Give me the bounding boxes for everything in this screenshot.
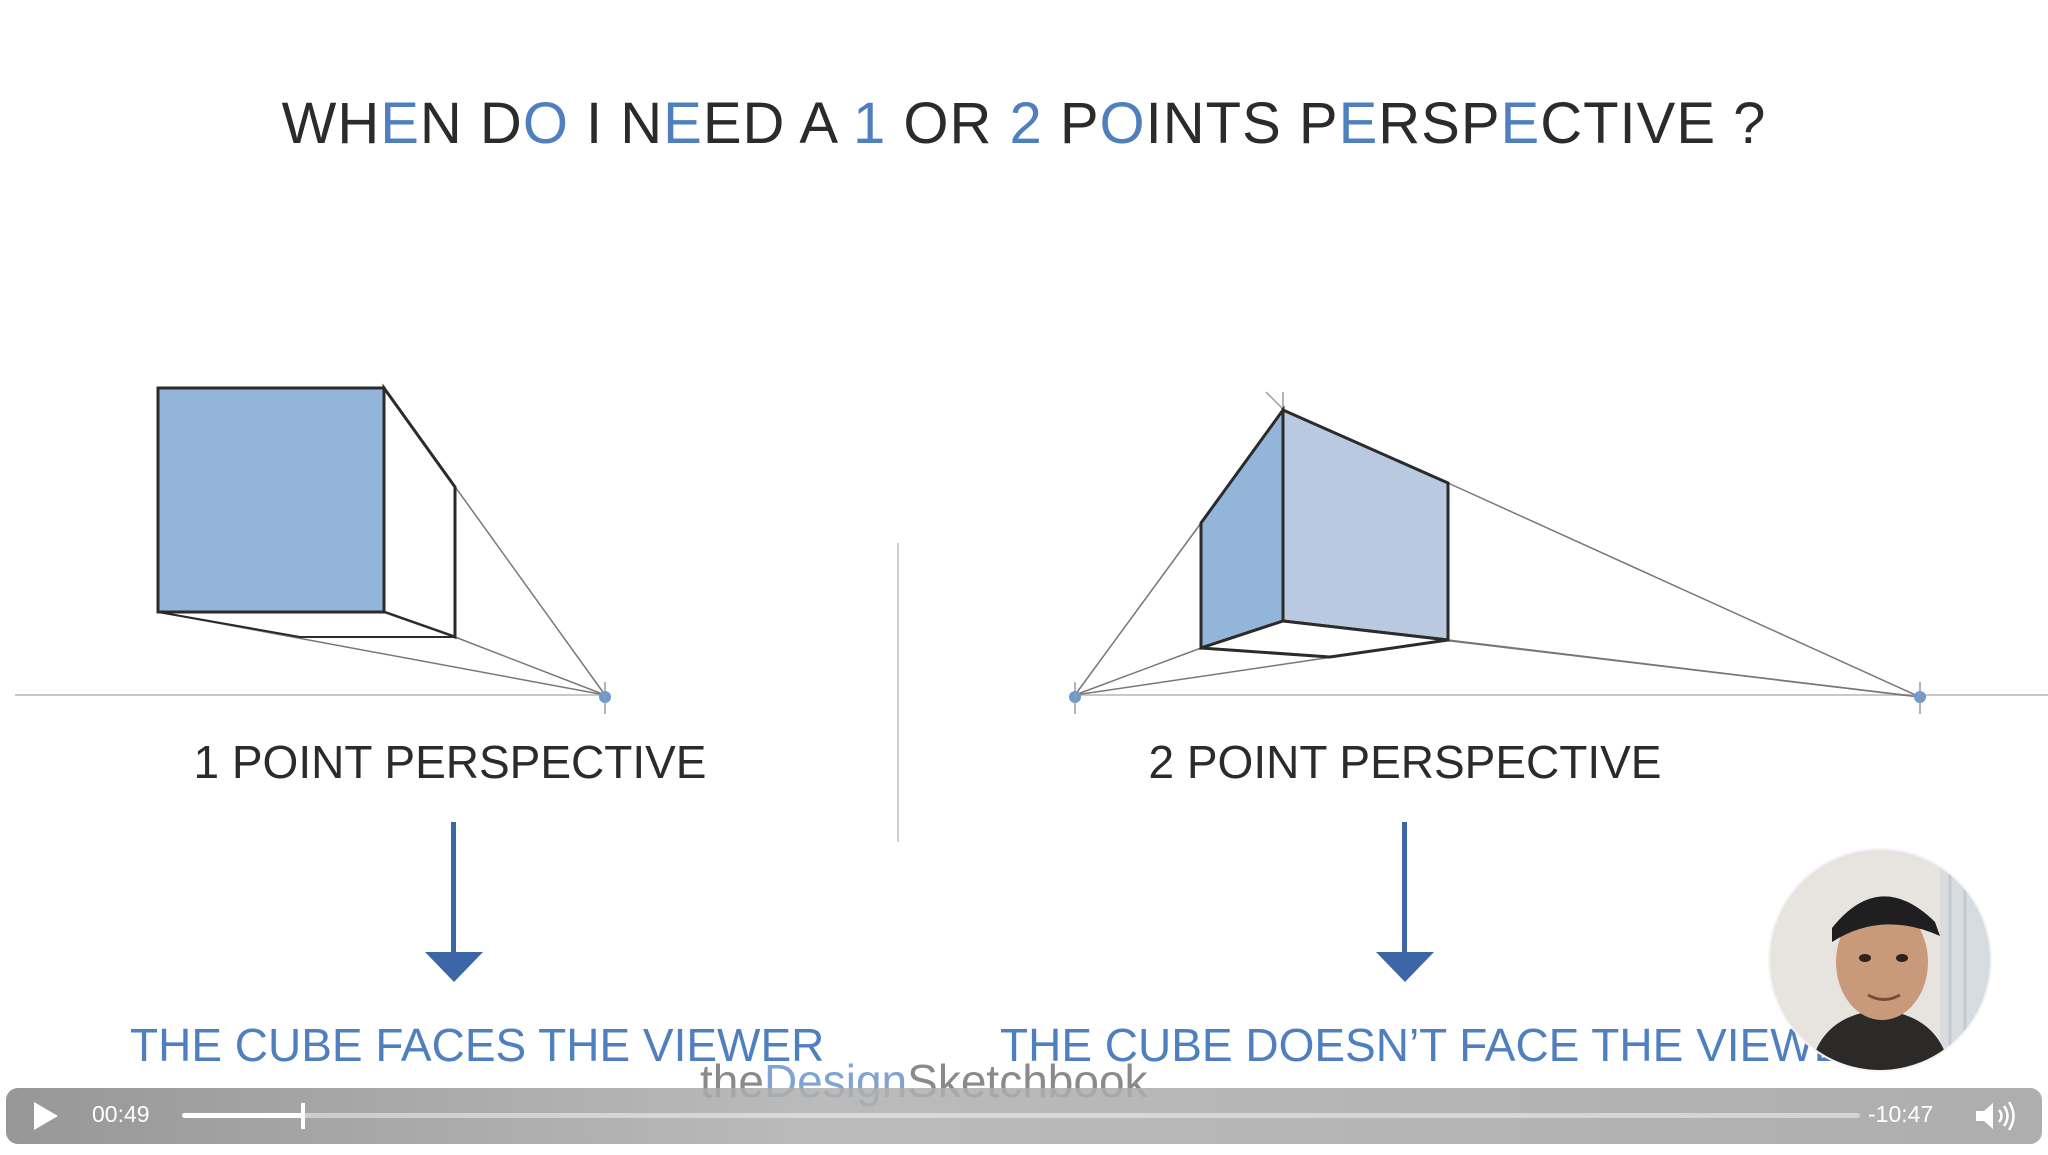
label-two-point: 2 POINT PERSPECTIVE [1148, 736, 1662, 788]
title-text: CTIVE ? [1540, 91, 1767, 156]
title-accent-letter: 1 [852, 91, 887, 156]
presenter-avatar [1770, 850, 1990, 1070]
title-accent-letter: O [1099, 91, 1146, 156]
title-text: OR [886, 91, 1010, 156]
title-accent-letter: E [1338, 91, 1379, 156]
title-text: WH [281, 91, 381, 156]
arrow-down-right [1376, 822, 1434, 982]
title-accent-letter: O [522, 91, 569, 156]
label-one-point: 1 POINT PERSPECTIVE [193, 736, 707, 788]
title-accent-letter: E [380, 91, 420, 156]
title-text: P [1042, 91, 1100, 156]
caption-two-point: THE CUBE DOESN’T FACE THE VIEWER [1000, 1019, 1878, 1071]
slide-title: WHEN DO I NEED A 1 OR 2 POINTS PERSPECTI… [0, 90, 2048, 157]
two-point-cube [1069, 391, 1926, 714]
title-text: RSP [1378, 91, 1501, 156]
title-text: I N [568, 91, 664, 156]
elapsed-time: 00:49 [92, 1101, 150, 1127]
one-point-cube [156, 383, 611, 714]
title-accent-letter: E [1500, 91, 1541, 156]
remaining-time: -10:47 [1868, 1101, 1934, 1127]
title-text: INTS P [1145, 91, 1339, 156]
title-text: N D [419, 91, 523, 156]
title-accent-letter: 2 [1009, 91, 1043, 156]
title-accent-letter: E [663, 91, 703, 156]
video-controls-bar: 00:49 -10:47 [6, 1088, 2042, 1144]
volume-icon[interactable] [1974, 1100, 2018, 1132]
play-icon[interactable] [34, 1102, 58, 1130]
title-text: ED A [702, 91, 853, 156]
progress-fill [182, 1113, 303, 1118]
caption-one-point: THE CUBE FACES THE VIEWER [130, 1019, 825, 1071]
progress-thumb[interactable] [300, 1103, 305, 1129]
progress-track[interactable] [182, 1103, 1860, 1129]
arrow-down-left [425, 822, 483, 982]
